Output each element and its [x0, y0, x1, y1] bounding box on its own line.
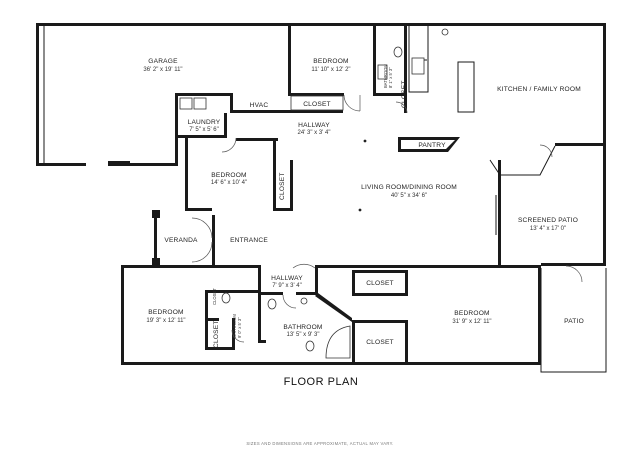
dim-hallway-bottom: 7' 9" x 3' 4": [272, 283, 302, 289]
label-bedroom-mid: BEDROOM: [211, 172, 246, 179]
label-closet-small-left: CLOSET: [213, 320, 220, 348]
label-bathroom-small: BATHROOM: [232, 314, 237, 338]
laundry-dryer: [193, 97, 207, 110]
label-screened-patio: SCREENED PATIO: [518, 217, 578, 224]
toilet-master: [305, 340, 315, 352]
laundry-washer: [179, 97, 193, 110]
toilet-small-bath-2: [267, 298, 277, 310]
dim-laundry: 7' 5" x 5' 6": [189, 127, 219, 133]
label-hvac: HVAC: [250, 102, 269, 109]
dim-bathroom-mid: 13' 5" x 9' 3": [287, 332, 320, 338]
dim-garage: 36' 2" x 19' 11": [143, 67, 182, 73]
dim-bathroom-small: 9' 0" x 5' 3": [237, 317, 242, 338]
dim-bedroom-left: 19' 3" x 12' 11": [146, 318, 185, 324]
label-laundry: LAUNDRY: [188, 119, 221, 126]
room-labels: GARAGE 36' 2" x 19' 11" BEDROOM 11' 10" …: [143, 58, 583, 348]
label-living: LIVING ROOM/DINING ROOM: [361, 184, 457, 191]
label-bathroom-mid: BATHROOM: [283, 324, 322, 331]
interior-lines: [43, 26, 607, 373]
dim-hallway-top: 24' 3" x 3' 4": [298, 130, 331, 136]
label-kitchen: KITCHEN / FAMILY ROOM: [497, 86, 581, 93]
label-bedroom-left: BEDROOM: [148, 309, 183, 316]
ceiling-fixtures: [358, 139, 367, 212]
dim-bedroom-mid: 14' 6" x 10' 4": [211, 180, 247, 186]
label-closet-master-top: CLOSET: [366, 280, 394, 287]
dim-living: 40' 5" x 34' 6": [391, 193, 427, 199]
door-swings: [191, 94, 583, 343]
kitchen-sink: [441, 28, 449, 36]
label-closet-mid: CLOSET: [279, 172, 286, 200]
dim-screened-patio: 13' 4" x 17' 0": [530, 226, 566, 232]
label-entrance: ENTRANCE: [230, 237, 268, 244]
label-bathroom-top: BATHROOM: [383, 64, 388, 88]
label-closet-small-top: CLOSET: [212, 288, 217, 305]
label-veranda: VERANDA: [164, 237, 198, 244]
toilet-top: [393, 46, 403, 58]
label-patio: PATIO: [564, 318, 584, 325]
walls: [36, 23, 606, 365]
label-closet-right-top: CLOSET: [401, 80, 408, 108]
label-pantry: PANTRY: [418, 142, 446, 149]
page-title: FLOOR PLAN: [284, 376, 359, 388]
fixtures: [179, 28, 449, 359]
label-closet-top: CLOSET: [303, 101, 331, 108]
sink-top: [377, 64, 388, 80]
label-closet-master-bottom: CLOSET: [366, 339, 394, 346]
disclaimer: SIZES AND DIMENSIONS ARE APPROXIMATE, AC…: [246, 441, 393, 446]
label-bedroom-top: BEDROOM: [313, 58, 348, 65]
dim-bedroom-master: 31' 9" x 12' 11": [452, 319, 491, 325]
label-garage: GARAGE: [148, 58, 178, 65]
dim-bedroom-top: 11' 10" x 12' 2": [311, 67, 350, 73]
label-hallway-bottom: HALLWAY: [271, 275, 303, 282]
dim-bathroom-top: 8' 1" x 5' 3": [388, 67, 393, 88]
tub-master: [325, 325, 351, 359]
stove: [411, 57, 425, 75]
toilet-small-bath: [221, 292, 231, 304]
sink-master: [300, 297, 308, 305]
label-hallway-top: HALLWAY: [298, 122, 330, 129]
label-bedroom-master: BEDROOM: [454, 310, 489, 317]
